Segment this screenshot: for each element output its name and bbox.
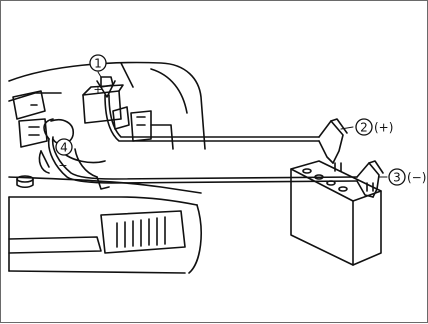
car-front	[9, 63, 205, 273]
callout-2-polarity: (+)	[374, 121, 393, 135]
callout-3: 3 (−)	[389, 169, 426, 185]
callout-4: 4	[56, 139, 72, 155]
engine-sign-minus: −	[58, 159, 67, 172]
clamp-booster-positive	[319, 119, 347, 163]
callout-1-number: 1	[94, 57, 102, 71]
callout-1: 1	[90, 55, 106, 71]
callout-2: 2 (+)	[356, 119, 393, 135]
callout-4-number: 4	[60, 141, 68, 155]
booster-sign-plus: +	[93, 83, 102, 96]
clamp-engine-ground	[39, 151, 109, 189]
callout-2-number: 2	[360, 121, 368, 135]
callout-3-number: 3	[393, 171, 401, 185]
callout-3-polarity: (−)	[407, 171, 426, 185]
